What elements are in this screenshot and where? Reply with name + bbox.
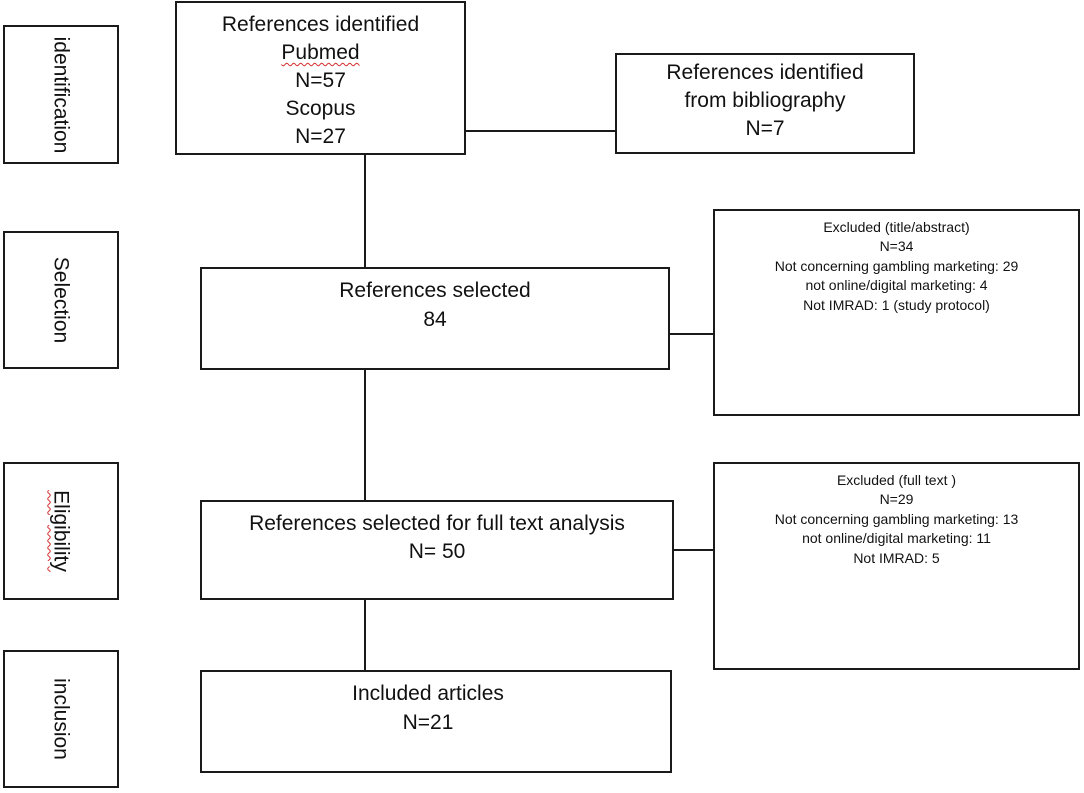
excluded-title-abstract-box: Excluded (title/abstract) N=34 Not conce… <box>713 209 1080 416</box>
connector-fulltext-to-included <box>364 600 366 671</box>
included-articles-box: Included articles N=21 <box>200 670 672 773</box>
stage-eligibility-label: Eligibility <box>49 490 73 572</box>
excluded-title-abstract-title: Excluded (title/abstract) <box>823 219 970 235</box>
excluded-full-text-reason-2: not online/digital marketing: 11 <box>802 530 991 546</box>
bibliography-count: N=7 <box>745 117 785 140</box>
excluded-full-text-count: N=29 <box>879 491 914 507</box>
connector-selected-to-fulltext <box>364 370 366 501</box>
references-selected-title: References selected <box>339 279 531 302</box>
stage-identification: identification <box>3 25 119 164</box>
connector-fulltext-to-excluded <box>672 549 714 551</box>
full-text-analysis-title: References selected for full text analys… <box>249 512 625 535</box>
pubmed-text: Pubmed <box>281 41 360 64</box>
stage-inclusion-label: inclusion <box>49 678 73 760</box>
stage-inclusion: inclusion <box>3 650 119 788</box>
stage-selection: Selection <box>3 231 119 369</box>
excluded-full-text-title: Excluded (full text ) <box>836 472 957 488</box>
references-identified-box: References identified Pubmed N=57 Scopus… <box>175 1 466 155</box>
pubmed-label: Pubmed <box>177 39 464 66</box>
stage-eligibility: Eligibility <box>3 462 119 600</box>
excluded-full-text-reason-1: Not concerning gambling marketing: 13 <box>774 511 1019 527</box>
excluded-title-abstract-count: N=34 <box>879 238 914 254</box>
excluded-title-abstract-reason-3: Not IMRAD: 1 (study protocol) <box>803 297 990 313</box>
excluded-title-abstract-reason-1: Not concerning gambling marketing: 29 <box>774 258 1019 274</box>
stage-selection-label: Selection <box>49 256 73 344</box>
included-articles-title: Included articles <box>352 682 504 705</box>
connector-selected-to-excluded <box>668 333 714 335</box>
scopus-label: Scopus <box>285 97 356 120</box>
stage-identification-label: identification <box>49 36 73 153</box>
excluded-title-abstract-reason-2: not online/digital marketing: 4 <box>805 277 988 293</box>
bibliography-line1: References identified <box>666 61 864 84</box>
full-text-analysis-box: References selected for full text analys… <box>200 500 674 600</box>
references-selected-box: References selected 84 <box>200 267 670 370</box>
bibliography-line2: from bibliography <box>684 89 846 112</box>
excluded-full-text-reason-3: Not IMRAD: 5 <box>853 550 940 566</box>
excluded-full-text-box: Excluded (full text ) N=29 Not concernin… <box>713 462 1080 670</box>
references-identified-title: References identified <box>221 13 420 36</box>
pubmed-count: N=57 <box>295 69 346 92</box>
scopus-count: N=27 <box>295 125 346 148</box>
connector-identified-to-selected <box>364 154 366 268</box>
bibliography-box: References identified from bibliography … <box>615 53 915 154</box>
full-text-analysis-count: N= 50 <box>408 540 466 563</box>
references-selected-count: 84 <box>423 308 447 331</box>
included-articles-count: N=21 <box>402 711 454 734</box>
connector-identified-to-bibliography <box>464 130 616 132</box>
